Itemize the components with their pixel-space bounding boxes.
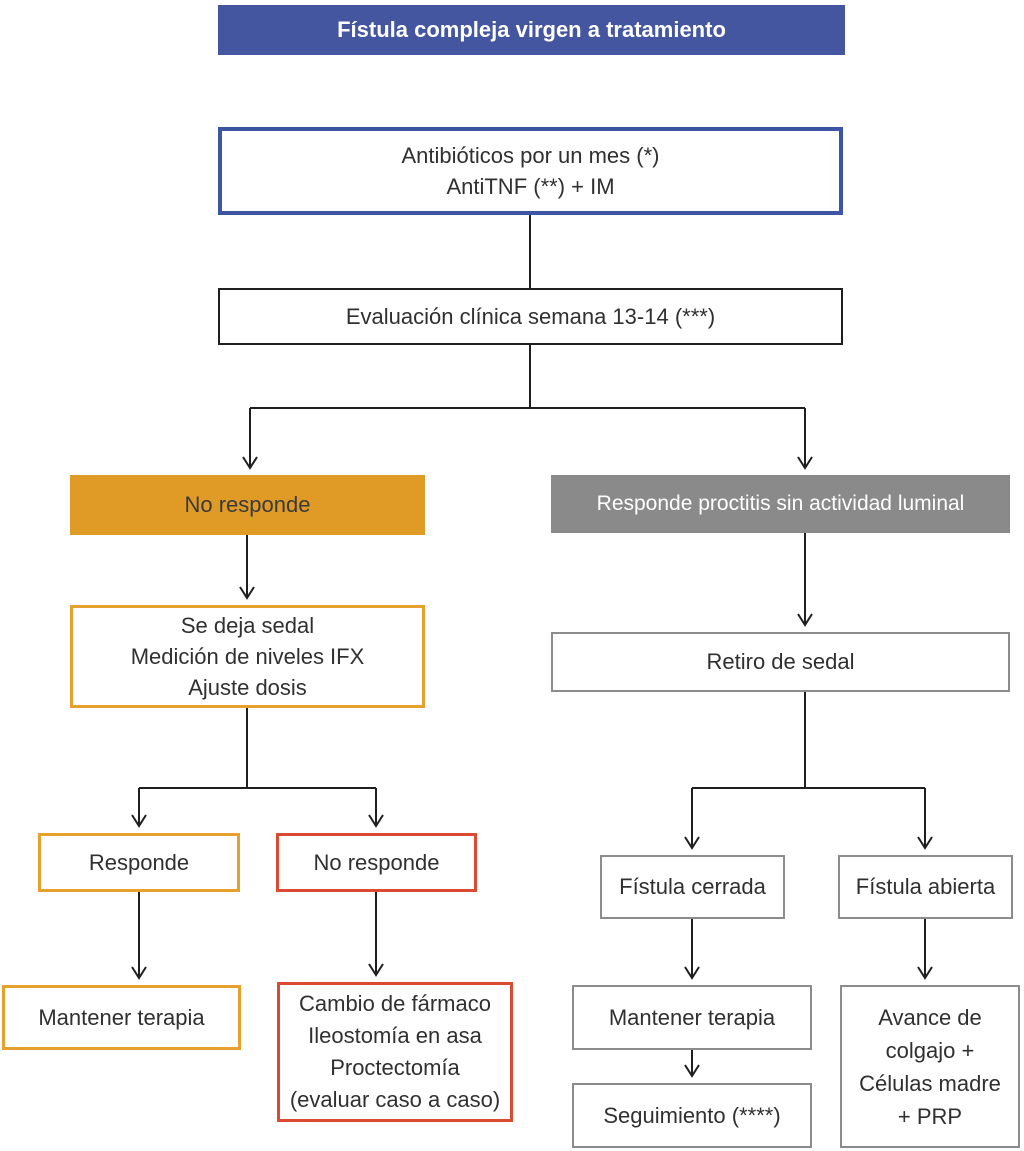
node-antibiotics: Antibióticos por un mes (*) AntiTNF (**)…: [218, 127, 843, 215]
node-fistula-closed-text: Fístula cerrada: [619, 874, 766, 900]
node-seton-removal: Retiro de sedal: [551, 632, 1010, 692]
flowchart-title-text: Fístula compleja virgen a tratamiento: [337, 17, 726, 43]
node-drug-change: Cambio de fármaco Ileostomía en asa Proc…: [277, 982, 513, 1122]
node-seton-removal-text: Retiro de sedal: [706, 649, 855, 675]
node-seton-ifx-line2: Medición de niveles IFX: [130, 643, 365, 669]
node-fistula-closed: Fístula cerrada: [600, 855, 785, 919]
node-response-proctitis-text: Responde proctitis sin actividad luminal: [596, 492, 965, 516]
node-drug-change-line1: Cambio de fármaco: [299, 991, 491, 1017]
node-response-proctitis: Responde proctitis sin actividad luminal: [551, 475, 1010, 533]
node-seton-ifx-line1: Se deja sedal: [180, 612, 315, 638]
node-no-response: No responde: [70, 475, 425, 535]
node-antibiotics-line2: AntiTNF (**) + IM: [446, 174, 615, 199]
node-maintain-therapy-right: Mantener terapia: [572, 985, 812, 1050]
node-flap-advance-line4: + PRP: [897, 1103, 963, 1129]
node-seton-ifx-levels: Se deja sedal Medición de niveles IFX Aj…: [70, 605, 425, 708]
node-not-responds: No responde: [276, 833, 477, 892]
node-flap-advance-line3: Células madre: [859, 1070, 1001, 1096]
node-flap-advance: Avance de colgajo + Células madre + PRP: [840, 985, 1020, 1148]
node-responds: Responde: [38, 833, 240, 892]
node-maintain-therapy-right-text: Mantener terapia: [608, 1004, 776, 1030]
node-drug-change-line4: (evaluar caso a caso): [289, 1086, 501, 1112]
node-antibiotics-line1: Antibióticos por un mes (*): [401, 142, 660, 168]
node-flap-advance-line1: Avance de: [878, 1004, 982, 1030]
node-clinical-evaluation-text: Evaluación clínica semana 13-14 (***): [345, 303, 716, 329]
node-no-response-text: No responde: [184, 492, 311, 518]
node-maintain-therapy-left: Mantener terapia: [2, 985, 241, 1050]
node-follow-up-text: Seguimiento (****): [603, 1102, 781, 1128]
flowchart-title: Fístula compleja virgen a tratamiento: [218, 5, 845, 55]
node-fistula-open-text: Fístula abierta: [855, 874, 996, 900]
node-maintain-therapy-left-text: Mantener terapia: [38, 1004, 205, 1030]
node-responds-text: Responde: [88, 849, 190, 875]
node-fistula-open: Fístula abierta: [838, 855, 1013, 919]
node-drug-change-line3: Proctectomía: [330, 1055, 460, 1080]
node-drug-change-line2: Ileostomía en asa: [308, 1023, 482, 1049]
node-flap-advance-line2: colgajo +: [885, 1037, 975, 1063]
node-clinical-evaluation: Evaluación clínica semana 13-14 (***): [218, 288, 843, 345]
node-follow-up: Seguimiento (****): [572, 1083, 812, 1148]
node-not-responds-text: No responde: [313, 849, 440, 875]
node-seton-ifx-line3: Ajuste dosis: [188, 675, 307, 701]
